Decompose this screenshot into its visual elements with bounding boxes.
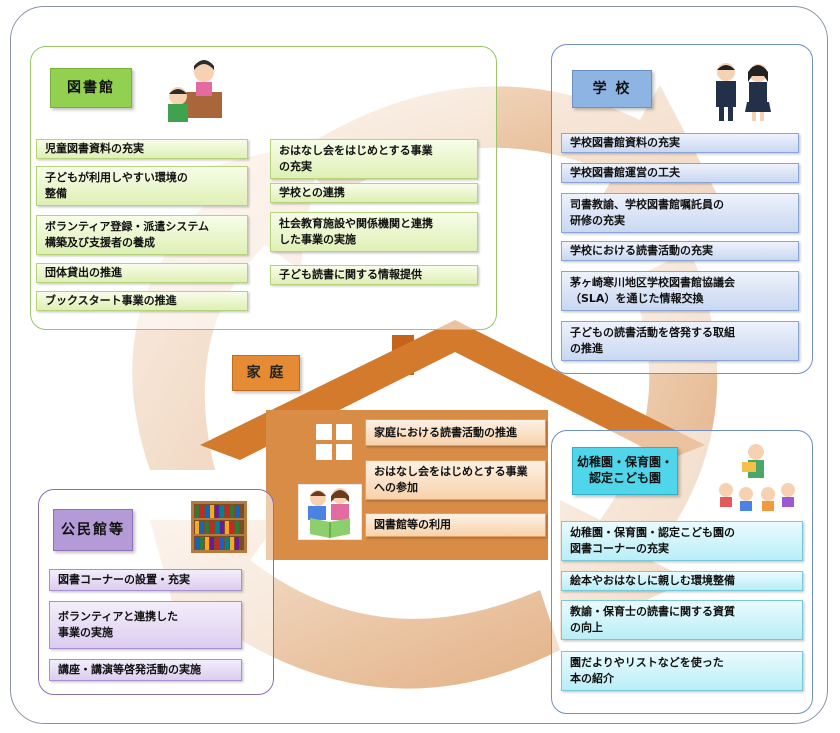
school-item: 茅ヶ崎寒川地区学校図書館協議会 （SLA）を通じた情報交換 [561, 271, 799, 311]
school-title: 学 校 [572, 70, 652, 108]
community-item: 図書コーナーの設置・充実 [49, 569, 242, 591]
school-item: 学校における読書活動の充実 [561, 241, 799, 261]
library-item: 児童図書資料の充実 [36, 139, 248, 159]
kindergarten-title: 幼稚園・保育園・ 認定こども園 [572, 447, 678, 495]
kindergarten-item: 園だよりやリストなどを使った 本の紹介 [561, 651, 803, 691]
outer-frame [10, 6, 828, 724]
library-item: 子どもが利用しやすい環境の 整備 [36, 166, 248, 206]
library-item: おはなし会をはじめとする事業 の充実 [270, 139, 478, 179]
school-item: 学校図書館運営の工夫 [561, 163, 799, 183]
community-item: 講座・講演等啓発活動の実施 [49, 659, 242, 681]
community-item: ボランティアと連携した 事業の実施 [49, 601, 242, 649]
parent-child-reading-icon [298, 484, 362, 540]
home-item: 図書館等の利用 [365, 513, 546, 537]
home-title: 家 庭 [232, 355, 300, 391]
library-item: 団体貸出の推進 [36, 263, 248, 283]
kindergarten-item: 幼稚園・保育園・認定こども園の 図書コーナーの充実 [561, 521, 803, 561]
library-item: 社会教育施設や関係機関と連携 した事業の実施 [270, 212, 478, 252]
storytime-illustration-icon [719, 444, 795, 511]
community-center-title: 公民館等 [53, 509, 133, 551]
library-item: 子ども読書に関する情報提供 [270, 265, 478, 285]
kindergarten-item: 絵本やおはなしに親しむ環境整備 [561, 571, 803, 591]
kindergarten-item: 教諭・保育士の読書に関する資質 の向上 [561, 600, 803, 640]
library-title: 図書館 [50, 68, 132, 108]
library-item: ボランティア登録・派遣システム 構築及び支援者の養成 [36, 215, 248, 255]
home-item: おはなし会をはじめとする事業 への参加 [365, 460, 546, 500]
school-item: 学校図書館資料の充実 [561, 133, 799, 153]
home-item: 家庭における読書活動の推進 [365, 419, 546, 446]
librarian-child-illustration-icon [168, 60, 222, 122]
bookshelf-icon [191, 501, 247, 553]
library-item: 学校との連携 [270, 183, 478, 203]
library-item: ブックスタート事業の推進 [36, 291, 248, 311]
school-item: 子どもの読書活動を啓発する取組 の推進 [561, 321, 799, 361]
students-illustration-icon [716, 63, 771, 121]
school-item: 司書教諭、学校図書館嘱託員の 研修の充実 [561, 193, 799, 233]
